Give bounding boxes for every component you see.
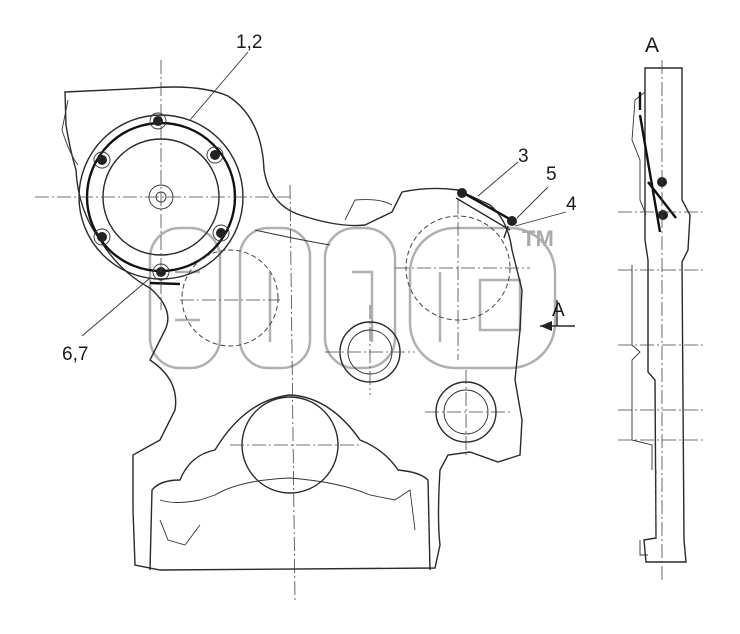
leader-lines xyxy=(81,51,567,337)
watermark-trademark: TM xyxy=(522,226,554,251)
cap-bolt xyxy=(97,155,107,165)
callouts: 1,2 3 5 4 6,7 xyxy=(62,32,577,365)
cap-bolt xyxy=(153,116,163,126)
callout-1-2: 1,2 xyxy=(236,32,262,53)
center-lines xyxy=(35,60,530,601)
section-arrow-label: A xyxy=(552,300,565,321)
callout-4: 4 xyxy=(566,194,577,215)
side-view-a: A xyxy=(618,34,705,580)
callout-6-7: 6,7 xyxy=(62,344,88,365)
view-label: A xyxy=(645,34,659,57)
cap-bolt xyxy=(97,232,107,242)
callout-5: 5 xyxy=(546,164,557,185)
bracket-assembly xyxy=(455,188,517,239)
callout-3: 3 xyxy=(518,146,529,167)
bores xyxy=(181,215,511,494)
cap-bolt xyxy=(216,228,226,238)
cap-bolt xyxy=(210,150,220,160)
section-arrow: A xyxy=(540,300,575,331)
watermark-logo: TM xyxy=(148,226,557,370)
cover-outline xyxy=(61,86,523,571)
